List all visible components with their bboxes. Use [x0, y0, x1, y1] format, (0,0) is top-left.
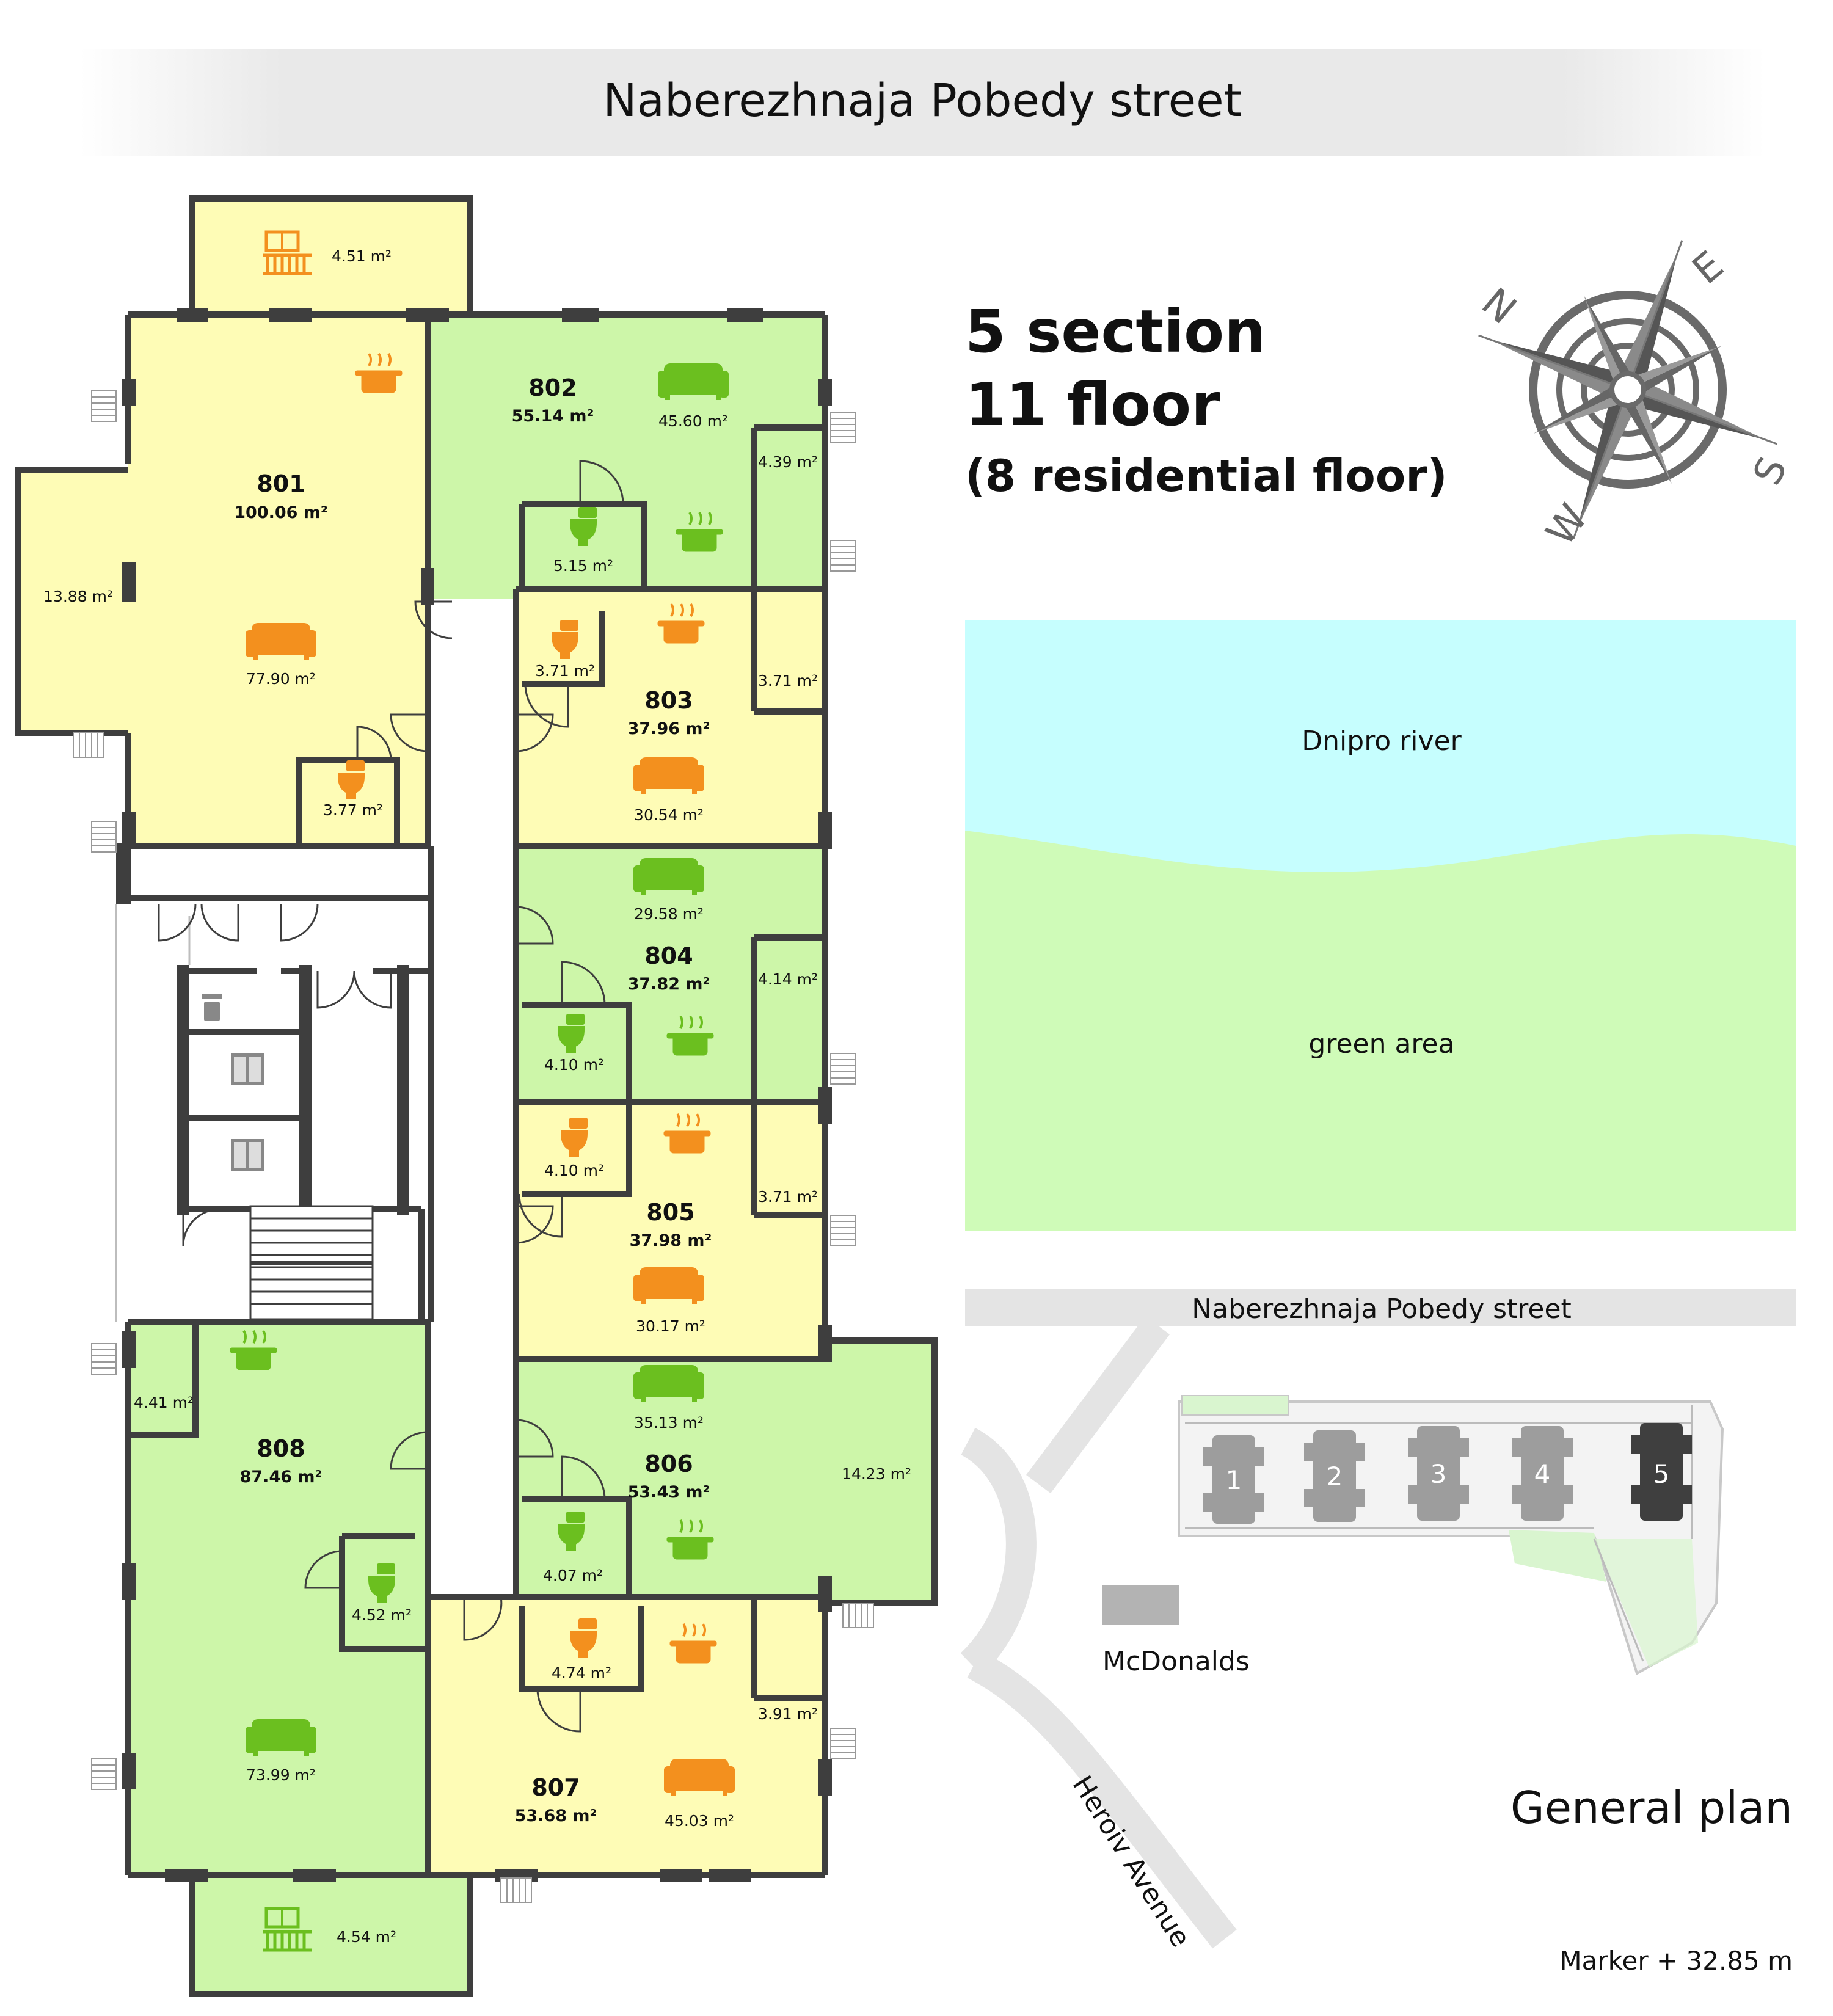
compass-e: E: [1684, 243, 1732, 294]
apt-801-room: 13.88 m²: [43, 588, 113, 605]
building-label: 5: [1653, 1459, 1670, 1489]
general-plan-map: 1 2 3 4 5: [1178, 1395, 1724, 1675]
general-plan-title: General plan: [1510, 1782, 1793, 1833]
apt-804-room: 29.58 m²: [634, 905, 704, 923]
apt-804-number: 804: [644, 942, 693, 969]
apt-801-fill: [128, 315, 428, 846]
apt-801-room: 77.90 m²: [246, 670, 316, 688]
apt-802-room: 5.15 m²: [553, 557, 613, 575]
apt-805-area: 37.98 m²: [630, 1231, 712, 1250]
apt-803-area: 37.96 m²: [628, 719, 710, 738]
apt-806-fill: [516, 1359, 825, 1609]
apt-801-area: 100.06 m²: [234, 503, 328, 522]
street-header-label: Naberezhnaja Pobedy street: [603, 75, 1242, 127]
green-area-label: green area: [1308, 1028, 1454, 1060]
apt-807-room: 3.91 m²: [758, 1705, 818, 1723]
section-number: 5 section: [965, 297, 1266, 366]
apt-806-area: 53.43 m²: [628, 1483, 710, 1502]
apt-801-balcony-area: 4.51 m²: [332, 247, 392, 265]
apt-808-room: 73.99 m²: [246, 1766, 316, 1784]
section-title: 5 section 11 floor (8 residential floor): [965, 302, 1448, 498]
apt-801-bay: [18, 470, 131, 733]
street-road: [965, 1289, 1796, 1326]
doors: [158, 460, 624, 1733]
apt-806-bay: [825, 1341, 938, 1603]
apt-808-balcony: [192, 1875, 470, 1994]
elevator-icon: [231, 1053, 264, 1171]
apt-802-number: 802: [528, 374, 577, 401]
street-header: Naberezhnaja Pobedy street: [79, 49, 1765, 156]
compass-s: S: [1745, 450, 1796, 492]
apt-802-area: 55.14 m²: [512, 407, 594, 426]
mcdonalds-label: McDonalds: [1102, 1646, 1250, 1677]
apt-807-number: 807: [531, 1774, 580, 1801]
roads: [960, 1316, 1237, 1949]
apt-803-room: 3.71 m²: [758, 672, 818, 690]
floor-number: 11 floor: [965, 371, 1220, 439]
marker-label: Marker + 32.85 m: [1559, 1946, 1793, 1976]
apt-804-room: 4.10 m²: [544, 1056, 604, 1074]
apt-805-room: 3.71 m²: [758, 1188, 818, 1206]
street-label: Naberezhnaja Pobedy street: [1192, 1294, 1572, 1325]
apt-801-balcony: [192, 198, 470, 315]
apt-807-area: 53.68 m²: [515, 1807, 597, 1825]
building-label: 3: [1430, 1459, 1447, 1489]
apt-805-room: 30.17 m²: [636, 1317, 705, 1335]
apt-806-number: 806: [644, 1450, 693, 1477]
trash-icon: [202, 994, 222, 1021]
residential-floor: (8 residential floor): [965, 450, 1448, 501]
apt-802-room: 45.60 m²: [658, 412, 728, 430]
apartment-fills: [18, 198, 938, 1994]
apt-806-room: 35.13 m²: [634, 1414, 704, 1432]
compass-icon: [1478, 240, 1777, 539]
apt-807-room: 4.74 m²: [552, 1664, 611, 1682]
apt-802-fill: [428, 315, 825, 599]
apt-801-number: 801: [257, 470, 305, 497]
apt-803-room: 3.71 m²: [535, 662, 595, 680]
apt-808-area: 87.46 m²: [240, 1468, 323, 1487]
river-label: Dnipro river: [1302, 726, 1462, 757]
core: [116, 599, 516, 1600]
compass-n: N: [1473, 280, 1525, 333]
apt-808-room: 4.52 m²: [352, 1606, 412, 1624]
apt-801-room: 3.77 m²: [323, 801, 383, 819]
apt-804-area: 37.82 m²: [628, 975, 710, 994]
apt-806-room: 14.23 m²: [842, 1465, 911, 1483]
apt-802-room: 4.39 m²: [758, 453, 818, 471]
mcdonalds-building: [1102, 1585, 1179, 1625]
apt-807-room: 45.03 m²: [665, 1812, 734, 1830]
apt-806-room: 4.07 m²: [543, 1567, 603, 1584]
walls: [15, 195, 938, 1997]
apt-803-number: 803: [644, 687, 693, 714]
apt-804-room: 4.14 m²: [758, 970, 818, 988]
stairs: [249, 1205, 374, 1320]
building-label: 2: [1327, 1461, 1343, 1491]
apt-807-fill: [431, 1597, 825, 1875]
columns: [116, 308, 832, 1882]
apt-808-room: 4.41 m²: [134, 1394, 194, 1411]
building-label: 1: [1226, 1465, 1242, 1495]
apt-803-room: 30.54 m²: [634, 806, 704, 824]
building-label: 4: [1534, 1459, 1551, 1489]
apt-808-number: 808: [257, 1435, 305, 1462]
apt-808-balcony-area: 4.54 m²: [337, 1928, 396, 1946]
apt-805-room: 4.10 m²: [544, 1162, 604, 1179]
green-area: [965, 831, 1796, 1231]
apt-805-number: 805: [646, 1199, 694, 1226]
